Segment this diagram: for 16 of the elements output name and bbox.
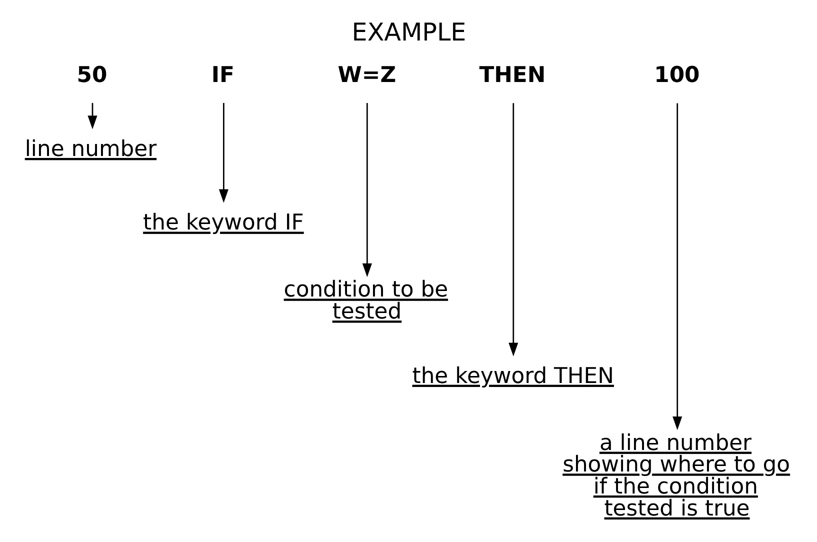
arrow xyxy=(218,102,228,203)
arrow xyxy=(362,102,372,278)
node-text: line number xyxy=(24,136,157,162)
arrow xyxy=(672,103,682,430)
node-text: W=Z xyxy=(338,63,396,88)
node-text: a line number showing where to go if the condition tested is true xyxy=(562,430,790,522)
node-text: the keyword THEN xyxy=(412,364,614,389)
node-text: condition to be tested xyxy=(284,278,448,325)
node-text: THEN xyxy=(479,63,546,88)
node-text: 100 xyxy=(654,63,700,88)
node-text: 50 xyxy=(76,63,108,88)
arrow xyxy=(508,103,518,356)
arrow xyxy=(88,102,98,130)
node-text: the keyword IF xyxy=(143,210,304,236)
diagram-title: EXAMPLE xyxy=(352,18,466,47)
node-text: IF xyxy=(211,63,234,88)
